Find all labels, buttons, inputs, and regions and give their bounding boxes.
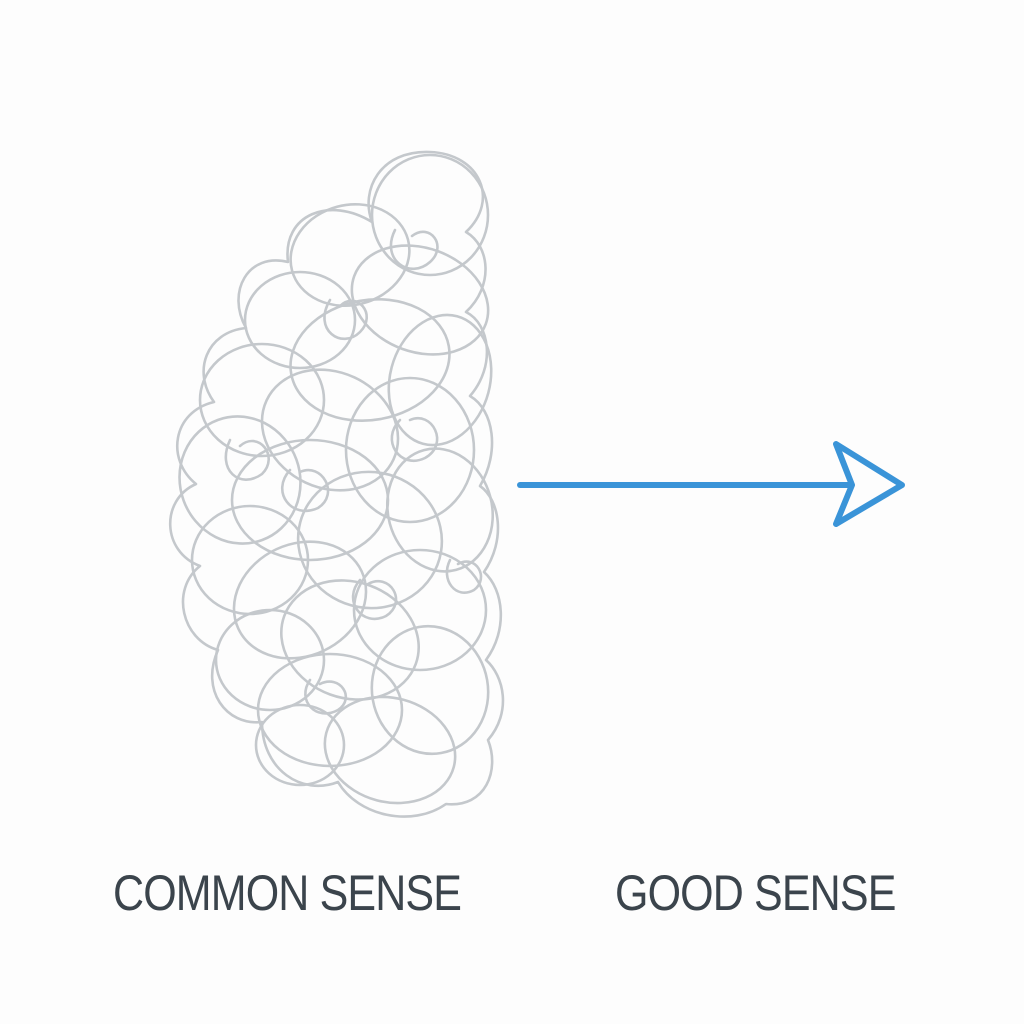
common-sense-label: COMMON SENSE: [113, 865, 462, 921]
tangled-scribble-icon: [168, 150, 505, 818]
arrow-right-icon: [517, 441, 905, 527]
good-sense-label: GOOD SENSE: [615, 865, 896, 921]
